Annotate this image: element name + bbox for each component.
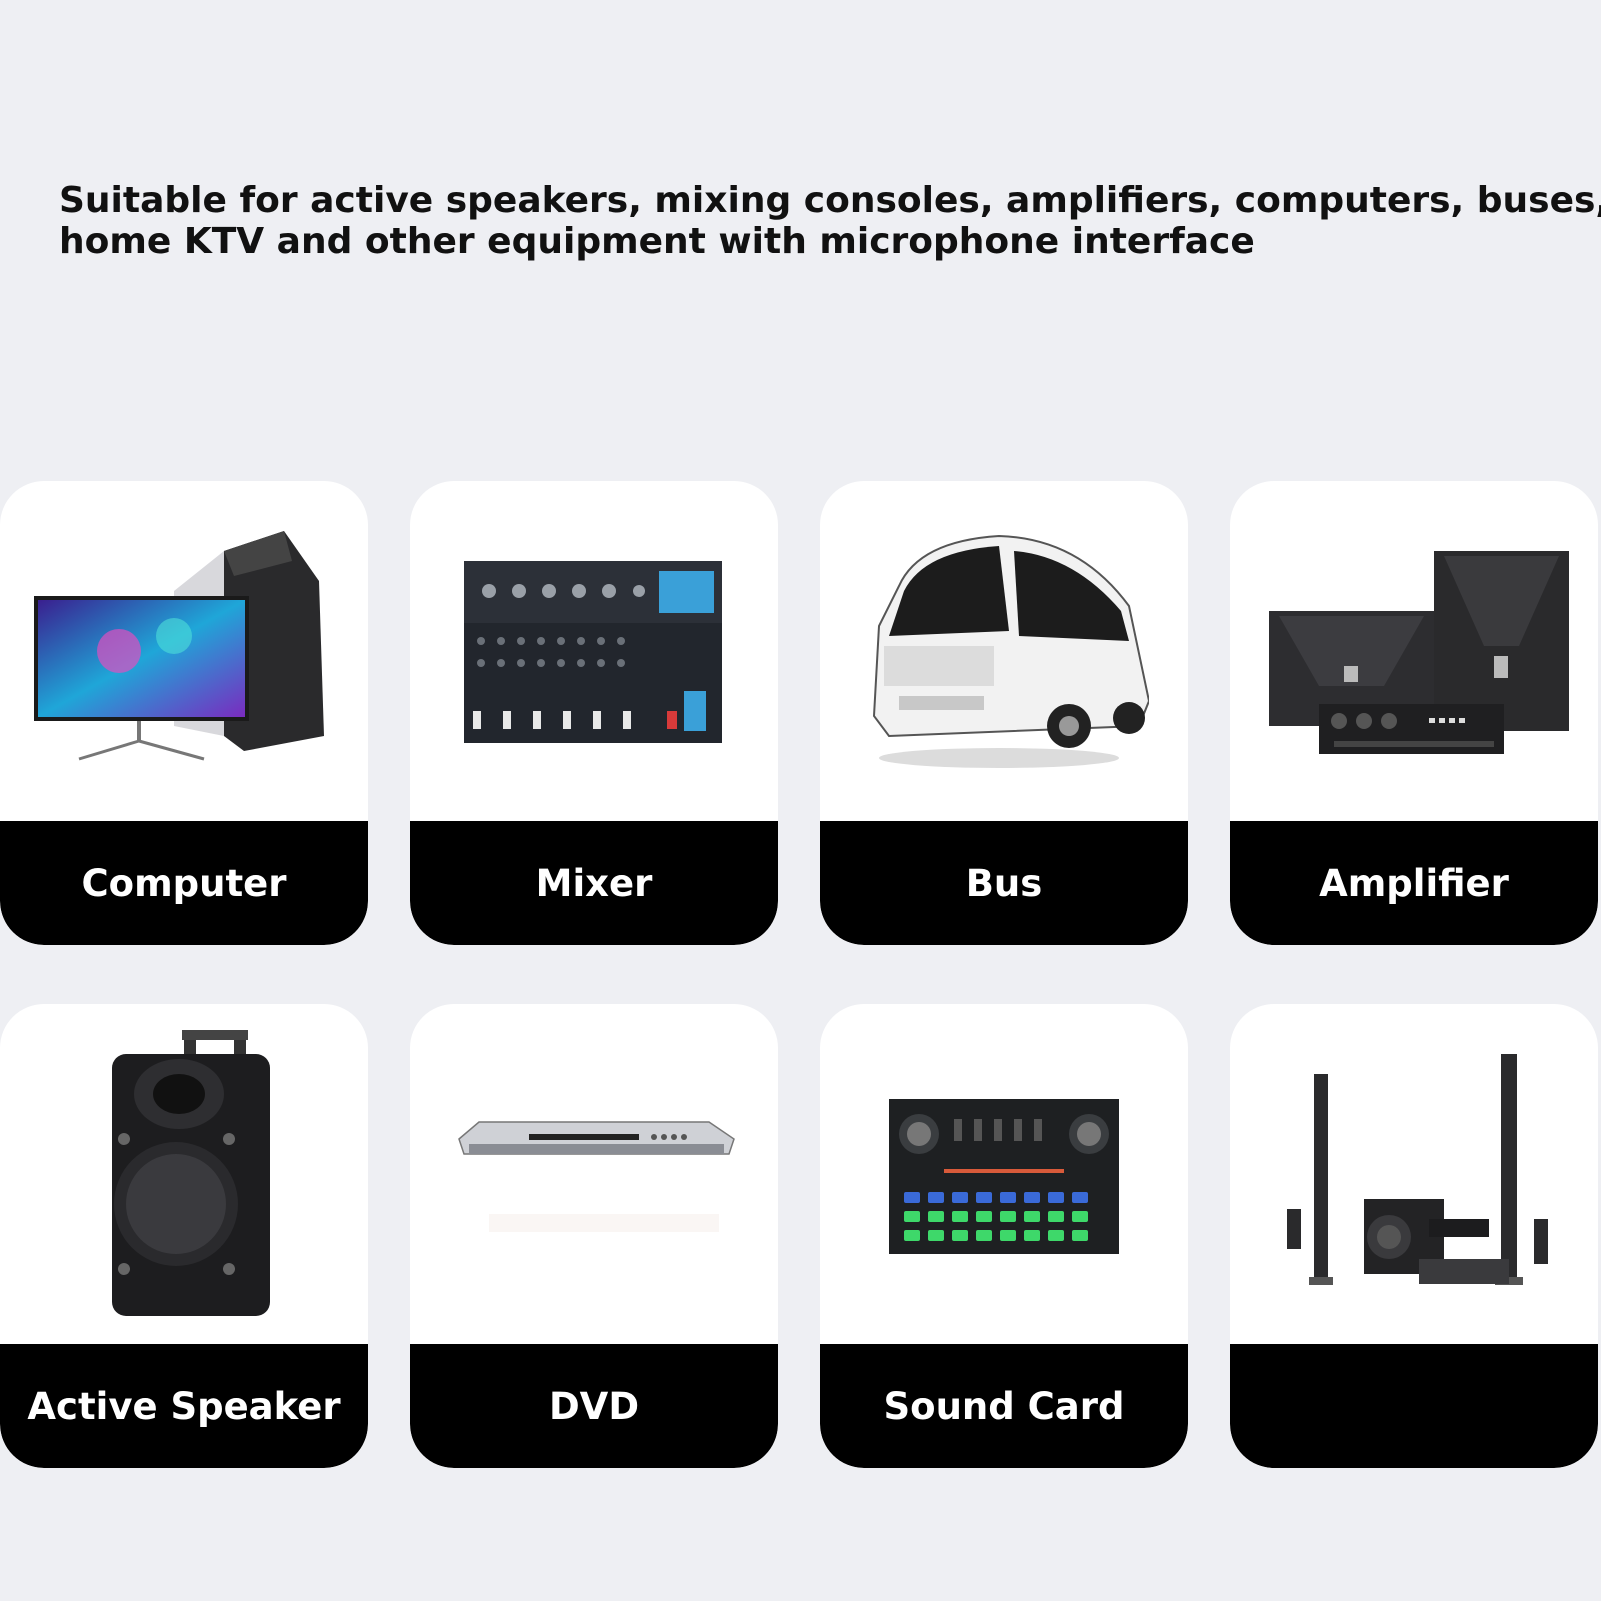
card-amplifier: Amplifier <box>1230 481 1598 945</box>
card-dvd: DVD <box>410 1004 778 1468</box>
card-image <box>820 481 1188 821</box>
card-label: Amplifier <box>1319 861 1509 905</box>
card-image <box>410 1004 778 1344</box>
amplifier-icon <box>1269 551 1569 754</box>
home-theater-speakers-icon <box>1287 1054 1548 1285</box>
card-label-bar: Mixer <box>410 821 778 945</box>
card-mixer: Mixer <box>410 481 778 945</box>
card-label-bar: Active Speaker <box>0 1344 368 1468</box>
card-label-bar: DVD <box>410 1344 778 1468</box>
card-label-bar <box>1230 1344 1598 1468</box>
headline: Suitable for active speakers, mixing con… <box>59 180 1601 262</box>
active-speaker-icon <box>112 1030 270 1316</box>
bus-icon <box>872 534 1149 768</box>
card-image <box>820 1004 1188 1344</box>
card-image <box>0 481 368 821</box>
card-label-bar: Bus <box>820 821 1188 945</box>
computer-icon <box>34 531 324 761</box>
card-label-bar: Sound Card <box>820 1344 1188 1468</box>
card-label: Active Speaker <box>27 1384 341 1428</box>
card-label: Mixer <box>535 861 653 905</box>
card-label: Computer <box>81 861 287 905</box>
card-label-bar: Computer <box>0 821 368 945</box>
mixer-icon <box>464 561 722 743</box>
card-label-bar: Amplifier <box>1230 821 1598 945</box>
card-sound-card: Sound Card <box>820 1004 1188 1468</box>
card-home-theater <box>1230 1004 1598 1468</box>
sound-card-icon <box>889 1099 1119 1254</box>
card-active-speaker: Active Speaker <box>0 1004 368 1468</box>
card-image <box>1230 1004 1598 1344</box>
card-label: Bus <box>965 861 1043 905</box>
dvd-player-icon <box>458 1121 735 1232</box>
card-label: Sound Card <box>883 1384 1125 1428</box>
card-image <box>0 1004 368 1344</box>
card-computer: Computer <box>0 481 368 945</box>
headline-line-2: home KTV and other equipment with microp… <box>59 221 1255 262</box>
headline-line-1: Suitable for active speakers, mixing con… <box>59 180 1601 221</box>
card-label: DVD <box>548 1384 640 1428</box>
card-image <box>410 481 778 821</box>
card-bus: Bus <box>820 481 1188 945</box>
card-image <box>1230 481 1598 821</box>
